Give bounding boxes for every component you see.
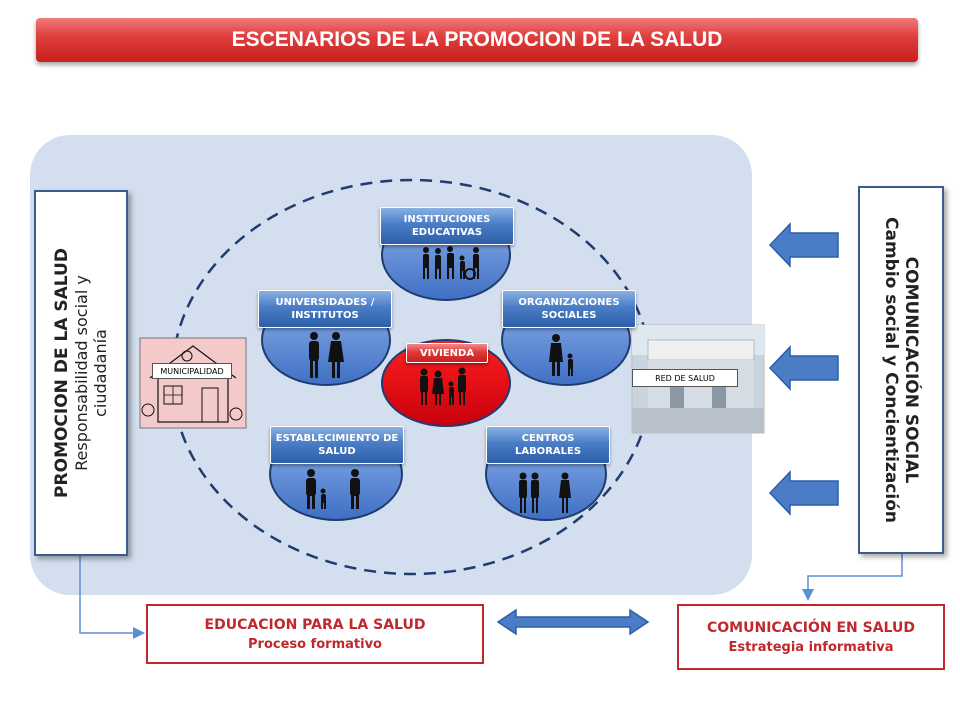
educacion-subtitle: Proceso formativo bbox=[248, 636, 382, 652]
promocion-salud-box: PROMOCION DE LA SALUD Responsabilidad so… bbox=[34, 190, 128, 556]
red-de-salud-label: RED DE SALUD bbox=[632, 369, 738, 387]
comunicacion-salud-subtitle: Estrategia informativa bbox=[728, 639, 894, 655]
label-instituciones-educativas: INSTITUCIONES EDUCATIVAS bbox=[380, 207, 514, 245]
label-organizaciones-sociales: ORGANIZACIONES SOCIALES bbox=[502, 290, 636, 328]
comunicacion-salud-box: COMUNICACIÓN EN SALUD Estrategia informa… bbox=[677, 604, 945, 670]
page-title: ESCENARIOS DE LA PROMOCION DE LA SALUD bbox=[231, 28, 723, 51]
comunicacion-social-box: COMUNICACIÓN SOCIAL Cambio social y Conc… bbox=[858, 186, 944, 554]
label-establecimiento-text: ESTABLECIMIENTO DE SALUD bbox=[275, 433, 399, 457]
label-organizaciones-text: ORGANIZACIONES SOCIALES bbox=[518, 297, 620, 321]
comunicacion-salud-title: COMUNICACIÓN EN SALUD bbox=[707, 619, 915, 636]
label-centros-laborales: CENTROS LABORALES bbox=[486, 426, 610, 464]
promocion-salud-text: PROMOCION DE LA SALUD Responsabilidad so… bbox=[52, 248, 110, 498]
promocion-heading: PROMOCION DE LA SALUD bbox=[52, 248, 72, 498]
red-de-salud-text: RED DE SALUD bbox=[655, 373, 715, 383]
connector-right bbox=[802, 552, 903, 601]
people-silhouettes bbox=[306, 246, 573, 513]
comunicacion-heading: COMUNICACIÓN SOCIAL bbox=[901, 256, 921, 484]
comunicacion-social-text: COMUNICACIÓN SOCIAL Cambio social y Conc… bbox=[881, 217, 921, 523]
arrow-left-icon bbox=[768, 222, 839, 268]
label-vivienda: VIVIENDA bbox=[406, 343, 488, 363]
municipalidad-text: MUNICIPALIDAD bbox=[160, 366, 224, 376]
comunicacion-line2: Cambio social y Concientización bbox=[881, 217, 901, 523]
label-centros-text: CENTROS LABORALES bbox=[514, 433, 582, 457]
label-universidades-text: UNIVERSIDADES / INSTITUTOS bbox=[275, 297, 375, 321]
municipalidad-house-icon bbox=[139, 337, 247, 429]
promocion-line3: ciudadanía bbox=[91, 329, 110, 417]
double-arrow-icon bbox=[496, 608, 650, 636]
promocion-line2: Responsabilidad social y bbox=[72, 275, 91, 471]
label-establecimiento-de-salud: ESTABLECIMIENTO DE SALUD bbox=[270, 426, 404, 464]
title-banner: ESCENARIOS DE LA PROMOCION DE LA SALUD bbox=[36, 18, 918, 62]
label-instituciones-text: INSTITUCIONES EDUCATIVAS bbox=[403, 214, 491, 238]
label-vivienda-text: VIVIENDA bbox=[419, 347, 475, 359]
municipalidad-label: MUNICIPALIDAD bbox=[152, 363, 232, 379]
connector-left bbox=[79, 555, 145, 639]
educacion-salud-box: EDUCACION PARA LA SALUD Proceso formativ… bbox=[146, 604, 484, 664]
arrow-left-icon bbox=[768, 345, 839, 391]
label-universidades-institutos: UNIVERSIDADES / INSTITUTOS bbox=[258, 290, 392, 328]
arrow-left-icon bbox=[768, 470, 839, 516]
red-de-salud-building-image bbox=[631, 324, 765, 434]
educacion-title: EDUCACION PARA LA SALUD bbox=[204, 616, 426, 633]
